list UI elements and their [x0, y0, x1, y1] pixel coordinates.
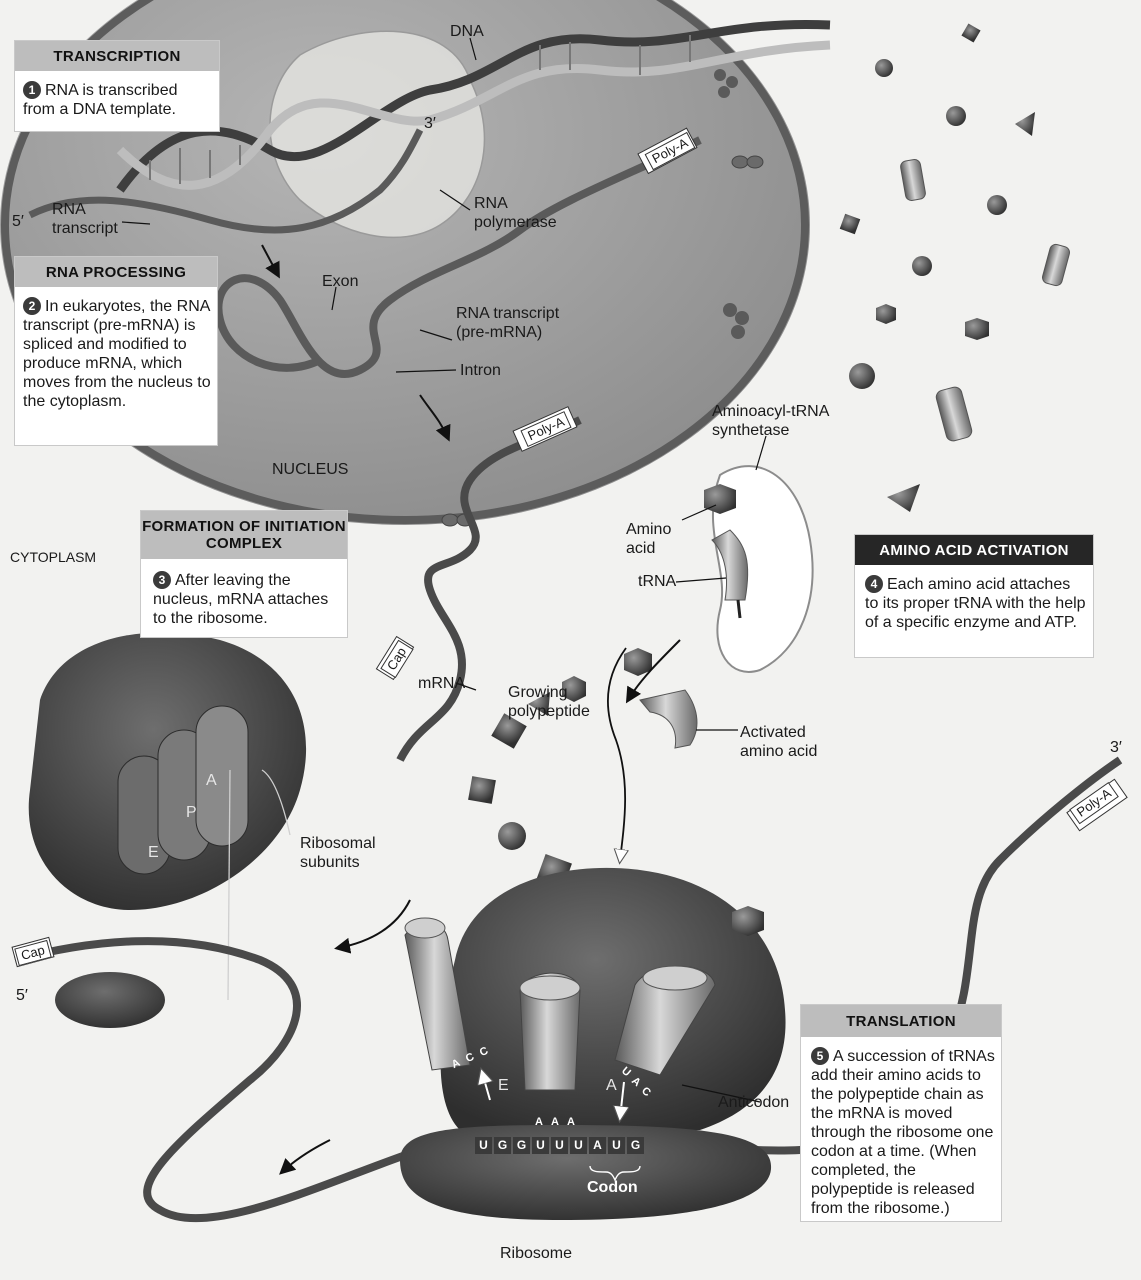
label-ribosomal-subunits: Ribosomal subunits: [300, 834, 376, 872]
transcription-header: TRANSCRIPTION: [15, 41, 219, 71]
label-growing-polypeptide: Growing polypeptide: [508, 683, 590, 721]
label-ribosome: Ribosome: [500, 1244, 572, 1263]
mrna-base-9: G: [627, 1137, 644, 1154]
translation-description: A succession of tRNAs add their amino ac…: [811, 1048, 995, 1217]
rna-processing-header: RNA PROCESSING: [15, 257, 217, 287]
label-3prime-top: 3′: [424, 114, 436, 133]
label-5prime-left: 5′: [16, 986, 28, 1005]
label-rna-transcript-pre: RNA transcript (pre-mRNA): [456, 304, 559, 342]
label-rna-transcript: RNA transcript: [52, 200, 118, 238]
activated-trna: [608, 640, 697, 860]
label-trna: tRNA: [638, 572, 676, 591]
free-trnas: [900, 159, 1071, 443]
anticodon-mid-2: A: [551, 1116, 559, 1128]
label-cytoplasm: CYTOPLASM: [10, 548, 96, 567]
activation-description: Each amino acid attaches to its proper t…: [865, 576, 1086, 631]
mrna-base-6: U: [570, 1137, 587, 1154]
mrna-base-7: A: [589, 1137, 606, 1154]
transcription-description: RNA is transcribed from a DNA template.: [23, 82, 178, 118]
label-amino-acid: Amino acid: [626, 520, 671, 558]
initiation-description: After leaving the nucleus, mRNA attaches…: [153, 572, 328, 627]
label-anticodon: Anticodon: [718, 1093, 789, 1112]
anticodon-mid-3: A: [567, 1116, 575, 1128]
label-synthetase: Aminoacyl-tRNA synthetase: [712, 402, 829, 440]
label-exon: Exon: [322, 272, 358, 291]
mrna-base-5: U: [551, 1137, 568, 1154]
mrna-base-4: U: [532, 1137, 549, 1154]
step-1-badge: 1: [23, 81, 41, 99]
step-5-badge: 5: [811, 1047, 829, 1065]
label-exit-e: E: [498, 1076, 509, 1095]
label-site-a: A: [206, 771, 217, 790]
mrna-base-3: G: [513, 1137, 530, 1154]
label-activated-amino-acid: Activated amino acid: [740, 723, 817, 761]
activation-header: AMINO ACID ACTIVATION: [855, 535, 1093, 565]
label-intron: Intron: [460, 361, 501, 380]
step-2-badge: 2: [23, 297, 41, 315]
mrna-base-8: U: [608, 1137, 625, 1154]
step-4-badge: 4: [865, 575, 883, 593]
label-mrna: mRNA: [418, 674, 465, 693]
initiation-header: FORMATION OF INITIATION COMPLEX: [141, 511, 347, 559]
label-3prime-right: 3′: [1110, 738, 1122, 757]
label-site-e: E: [148, 843, 159, 862]
mrna-base-1: U: [475, 1137, 492, 1154]
ribosome-complex: [400, 868, 786, 1220]
label-nucleus: NUCLEUS: [272, 460, 348, 479]
label-rna-polymerase: RNA polymerase: [474, 194, 557, 232]
label-dna: DNA: [450, 22, 484, 41]
label-site-p: P: [186, 803, 197, 822]
label-5prime-top: 5′: [12, 212, 24, 231]
translation-header: TRANSLATION: [801, 1005, 1001, 1037]
label-codon: Codon: [587, 1178, 638, 1197]
ribosomal-subunits: [29, 633, 306, 1029]
mrna-base-2: G: [494, 1137, 511, 1154]
rna-processing-description: In eukaryotes, the RNA transcript (pre-m…: [23, 298, 211, 410]
label-entry-a: A: [606, 1076, 617, 1095]
step-3-badge: 3: [153, 571, 171, 589]
anticodon-mid-1: A: [535, 1116, 543, 1128]
